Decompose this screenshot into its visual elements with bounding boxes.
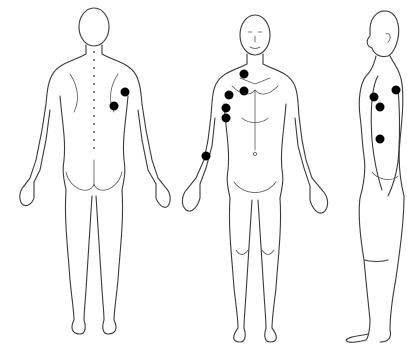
marker-anterior-forearm [202, 152, 211, 161]
anterior-right-hand [310, 186, 328, 213]
posterior-right-hand [156, 184, 170, 207]
posterior-left-hand [20, 182, 34, 206]
lateral-head [367, 11, 399, 57]
posterior-feet [72, 320, 116, 334]
posterior-torso [24, 45, 166, 188]
posterior-legs [65, 190, 122, 320]
marker-lateral-2 [370, 93, 379, 102]
anterior-left-hand [182, 184, 200, 211]
posterior-figure [20, 8, 170, 334]
marker-posterior-shoulder [121, 88, 130, 97]
lateral-legs [364, 196, 404, 330]
marker-posterior-scapula [110, 102, 119, 111]
marker-lateral-1 [392, 86, 401, 95]
anterior-feet [234, 328, 277, 342]
anterior-legs [229, 198, 280, 328]
marker-lateral-3 [376, 103, 385, 112]
lateral-figure [346, 11, 404, 342]
marker-anterior-2 [240, 87, 249, 96]
anterior-figure [182, 15, 327, 342]
posterior-head [79, 8, 109, 46]
marker-anterior-5 [222, 114, 231, 123]
navel [254, 153, 257, 156]
marker-lateral-4 [376, 135, 385, 144]
spine [93, 51, 95, 149]
marker-anterior-3 [225, 91, 234, 100]
anterior-face [248, 32, 262, 49]
marker-anterior-1 [240, 70, 249, 79]
marker-anterior-4 [222, 104, 231, 113]
